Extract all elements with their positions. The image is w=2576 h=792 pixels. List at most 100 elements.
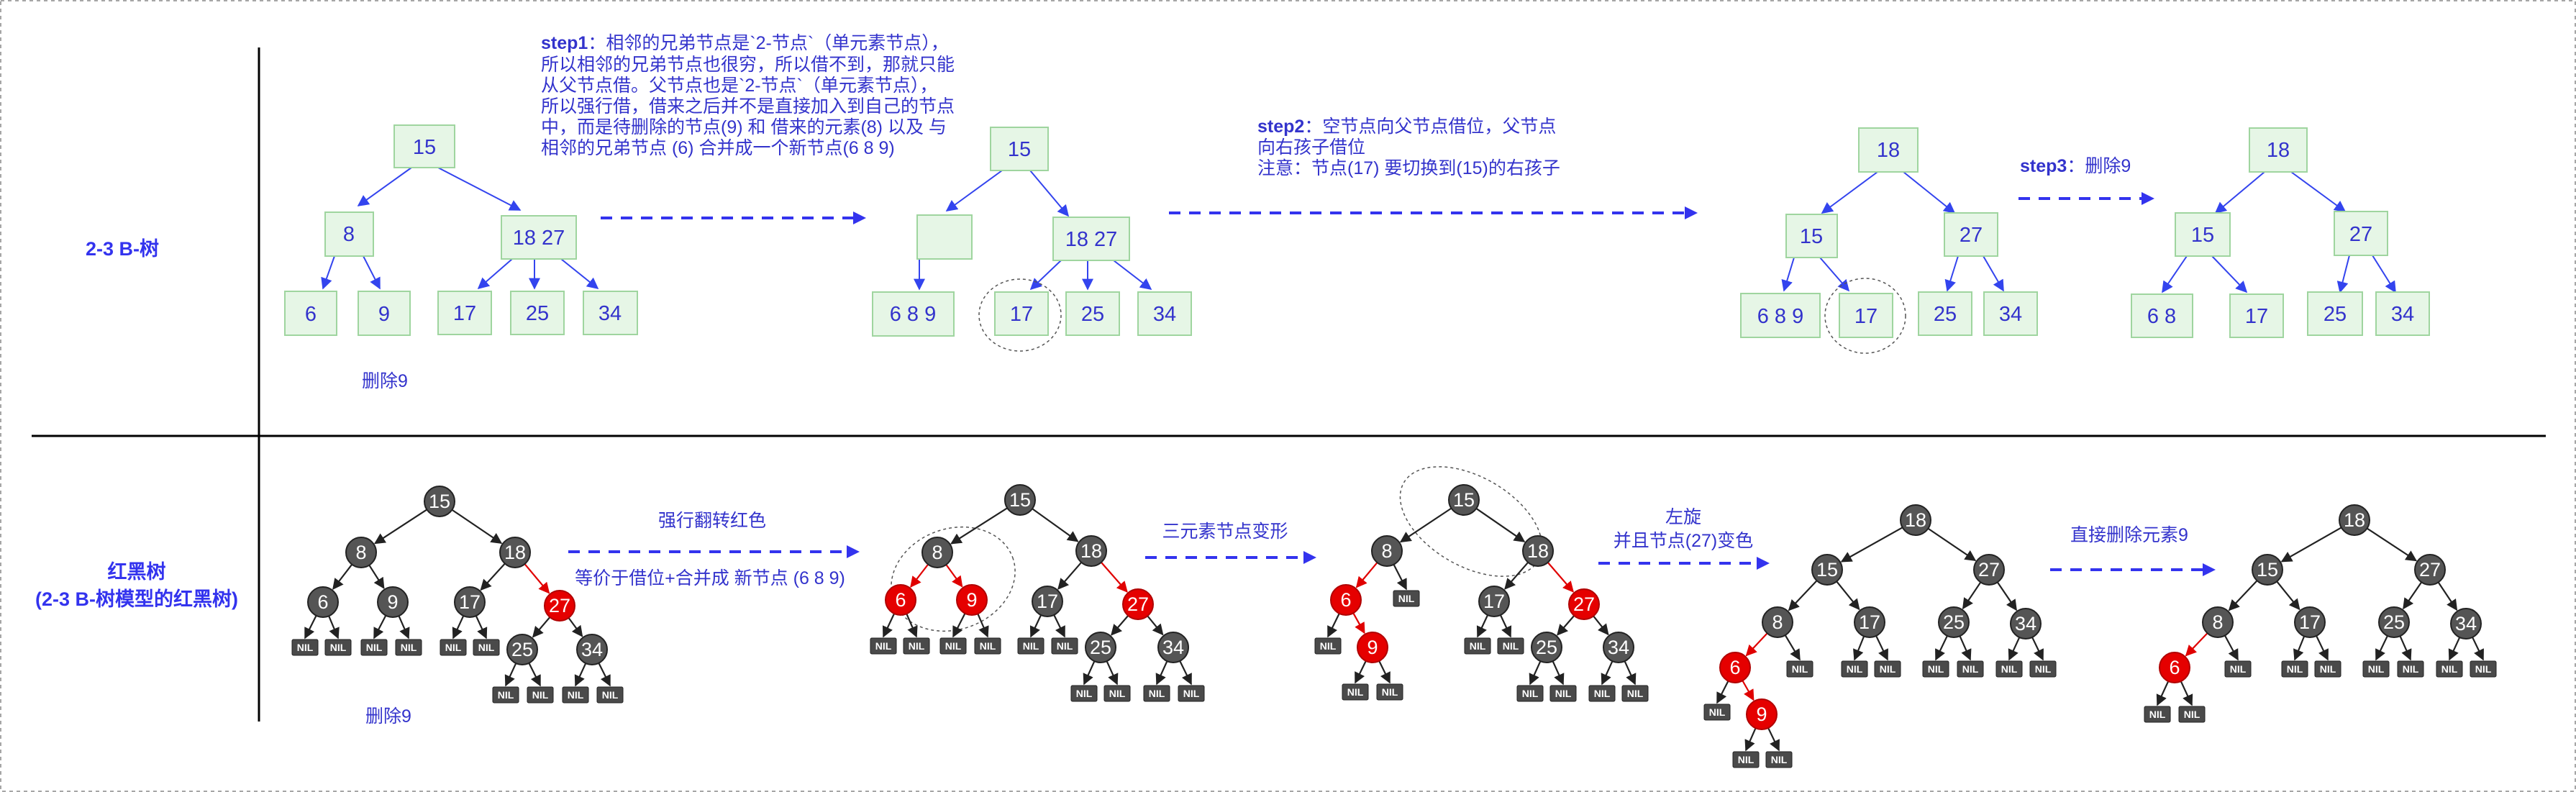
nil-box <box>2144 706 2171 723</box>
nil-label: NIL <box>1347 686 1364 698</box>
rb-node: 17 <box>1032 586 1063 617</box>
rbtree-diagrams: 删除9 强行翻转红色 等价于借位+合并成 新节点 (6 8 9) 三元素节点变形… <box>291 466 2497 768</box>
nil-label: NIL <box>1183 688 1200 699</box>
black-node-circle <box>499 537 531 568</box>
red-node-circle <box>1357 632 1388 663</box>
rb-node: 15 <box>1811 554 1843 586</box>
nil-leaf: NIL <box>2436 660 2463 678</box>
nil-box <box>1703 704 1731 721</box>
rb-node: 34 <box>576 634 608 665</box>
nil-leaf: NIL <box>1922 660 1949 678</box>
nil-box <box>1957 660 1984 678</box>
rb-node-key: 6 <box>2169 657 2180 678</box>
svg-text:27: 27 <box>2349 223 2372 246</box>
nil-box <box>1178 685 1205 702</box>
nil-label: NIL <box>2368 663 2385 675</box>
rb-node: 18 <box>1900 504 1931 536</box>
black-node-circle <box>2010 608 2042 639</box>
rb-arrow1-top-label: 强行翻转红色 <box>658 511 766 531</box>
rb-node-key: 34 <box>2015 613 2036 634</box>
black-node-circle <box>1448 484 1480 516</box>
btree-diagrams: step1：相邻的兄弟节点是`2-节点`（单元素节点）， 所以相邻的兄弟节点也很… <box>284 33 2430 391</box>
svg-text:25: 25 <box>1081 303 1104 326</box>
rb-nil-edge <box>2399 635 2412 661</box>
black-node-circle <box>1371 535 1403 567</box>
black-node-circle <box>1938 606 1970 638</box>
nil-label: NIL <box>498 689 514 701</box>
rb-edge <box>1399 507 1452 543</box>
svg-text:27: 27 <box>1960 224 1983 247</box>
nil-leaf: NIL <box>1051 637 1078 655</box>
highlight-circle <box>891 526 1016 632</box>
nil-leaf: NIL <box>870 637 897 655</box>
nil-label: NIL <box>1149 688 1165 699</box>
rb-node: 34 <box>2010 608 2042 639</box>
btree-node <box>1858 127 1919 173</box>
svg-text:34: 34 <box>599 302 622 325</box>
rb-node: 6 <box>307 586 339 618</box>
nil-leaf: NIL <box>1732 751 1760 768</box>
rb-node-key: 15 <box>1816 559 1838 581</box>
btree-node <box>284 291 337 336</box>
rb-nil-edge <box>1529 660 1542 686</box>
rb-nil-edge <box>1935 635 1948 661</box>
nil-leaf: NIL <box>1464 637 1491 655</box>
rb-nil-edge <box>952 613 966 638</box>
btree-arrow-1 <box>601 211 866 224</box>
rb-node-key: 17 <box>2299 611 2321 633</box>
nil-leaf: NIL <box>1393 590 1420 607</box>
rb-node-key: 25 <box>511 639 533 660</box>
rb-node: 18 <box>1522 535 1554 567</box>
svg-text:34: 34 <box>2391 303 2414 326</box>
btree-node <box>1839 293 1893 338</box>
nil-label: NIL <box>1928 663 1944 675</box>
btree-node <box>2249 127 2308 173</box>
rb-edge <box>2437 581 2458 611</box>
rb-node: 8 <box>345 537 377 568</box>
rb-node: 17 <box>1478 586 1510 617</box>
rb-node: 8 <box>1762 606 1793 638</box>
nil-leaf: NIL <box>903 637 930 655</box>
red-node-circle <box>544 590 575 622</box>
nil-label: NIL <box>1847 663 1863 675</box>
nil-box <box>291 639 319 656</box>
nil-label: NIL <box>1771 754 1788 765</box>
step2-title: step2 <box>1257 117 1304 137</box>
rb-edge <box>332 563 353 590</box>
nil-leaf: NIL <box>2144 706 2171 723</box>
rb-edge <box>945 564 963 588</box>
nil-box <box>2224 660 2252 678</box>
nil-leaf: NIL <box>1070 685 1098 702</box>
rb-nil-edge <box>328 615 340 639</box>
nil-box <box>473 639 500 656</box>
nil-leaf: NIL <box>2224 660 2252 678</box>
nil-box <box>1516 685 1544 702</box>
nil-leaf: NIL <box>291 639 319 656</box>
rb-node: 8 <box>921 537 953 568</box>
rb-nil-edge <box>1029 614 1042 638</box>
rb-node-key: 8 <box>2212 611 2223 633</box>
rb-node: 34 <box>1157 632 1189 663</box>
rb-nil-edge <box>1875 635 1888 661</box>
rb-node-key: 25 <box>1943 611 1965 633</box>
rb-edge <box>2280 527 2342 563</box>
nil-label: NIL <box>1962 663 1979 675</box>
rb-node: 8 <box>2202 606 2234 638</box>
black-node-circle <box>377 586 409 618</box>
black-node-circle <box>1522 535 1554 567</box>
rbtree-row-label-2: (2-3 B-树模型的红黑树) <box>35 588 238 610</box>
nil-label: NIL <box>2320 663 2336 675</box>
nil-leaf: NIL <box>2470 660 2497 678</box>
nil-label: NIL <box>1398 593 1415 604</box>
rb-nil-edge <box>2316 635 2329 661</box>
btree-1: 15 8 18 27 6 9 17 25 34 <box>284 124 638 336</box>
rb-nil-edge <box>1959 635 1972 661</box>
nil-leaf: NIL <box>1841 660 1868 678</box>
rb-edge <box>1057 562 1083 590</box>
nil-box <box>2362 660 2390 678</box>
rb-edge <box>1962 581 1982 610</box>
rb-node-key: 18 <box>1527 540 1549 562</box>
btree-node <box>2175 212 2231 257</box>
